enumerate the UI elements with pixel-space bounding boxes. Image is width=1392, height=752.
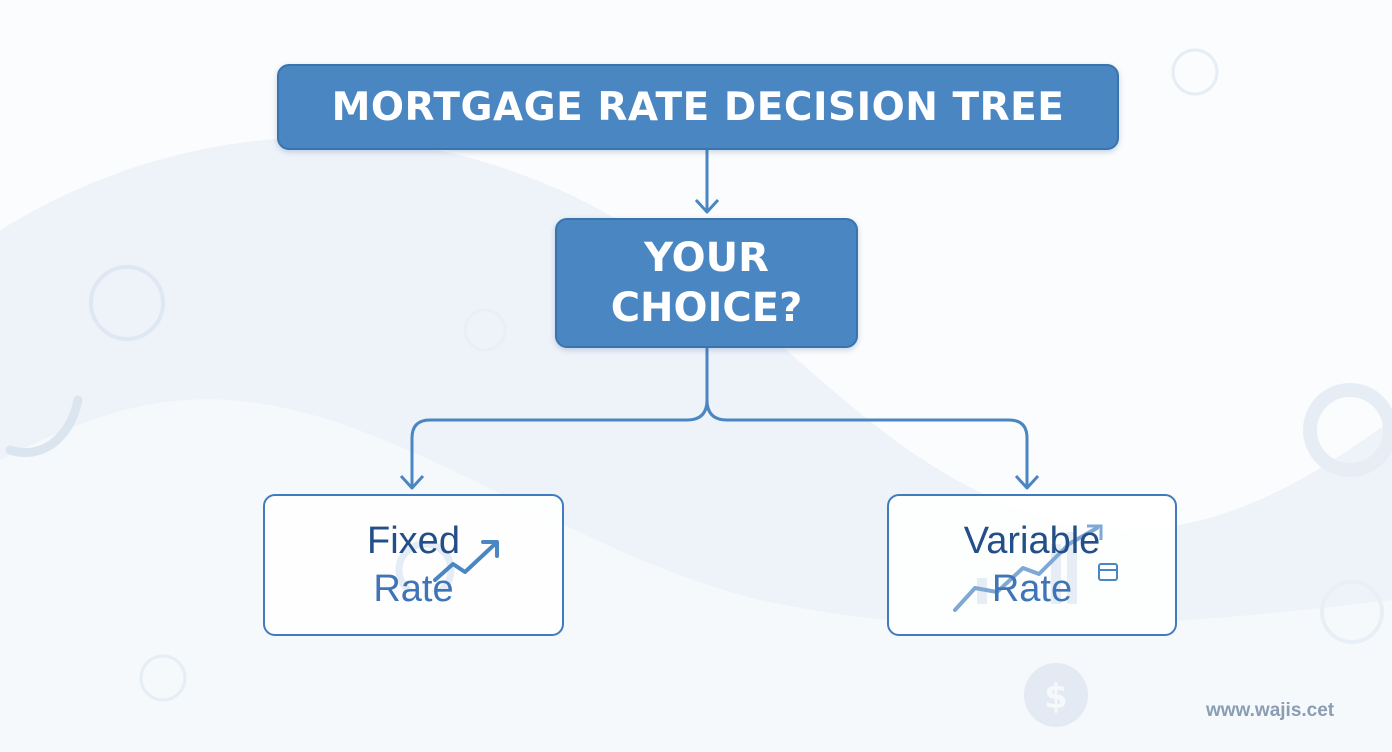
decor-ring-top-right (1171, 48, 1219, 96)
connector-question-to-fixed (410, 348, 709, 488)
option-variable-line-2: Rate (991, 568, 1073, 610)
background-wave-light (0, 399, 1392, 752)
decor-ring-bottom-left (139, 654, 187, 702)
question-line-2: CHOICE? (610, 285, 803, 331)
question-line-1: YOUR (644, 235, 769, 281)
trend-up-icon (395, 540, 499, 592)
svg-text:$: $ (1044, 677, 1068, 717)
title-node: MORTGAGE RATE DECISION TREE (277, 64, 1119, 150)
option-variable-line-1: Variable (963, 520, 1101, 562)
watermark-url: www.wajis.cet (1206, 700, 1335, 721)
dollar-coin-icon: $ (1024, 663, 1088, 727)
option-node-variable-rate: Variable Rate (887, 494, 1177, 636)
option-node-fixed-rate: Fixed Rate (263, 494, 564, 636)
decor-arc-left (5, 395, 83, 458)
bar-chart-icon (953, 524, 1118, 612)
connector-question-to-variable (705, 399, 1029, 488)
option-fixed-line-1: Fixed (367, 520, 460, 562)
diagram-title: MORTGAGE RATE DECISION TREE (331, 84, 1065, 130)
arrowhead-fixed (399, 474, 425, 490)
arrowhead-variable (1014, 474, 1040, 490)
option-fixed-line-2: Rate (373, 568, 454, 610)
arrowhead-question (694, 198, 720, 214)
decor-ring-right-low (1320, 580, 1384, 644)
question-node: YOUR CHOICE? (555, 218, 858, 348)
decor-ring-small (463, 308, 507, 352)
decor-ring-left (89, 265, 165, 341)
decor-ring-right (1303, 383, 1392, 477)
